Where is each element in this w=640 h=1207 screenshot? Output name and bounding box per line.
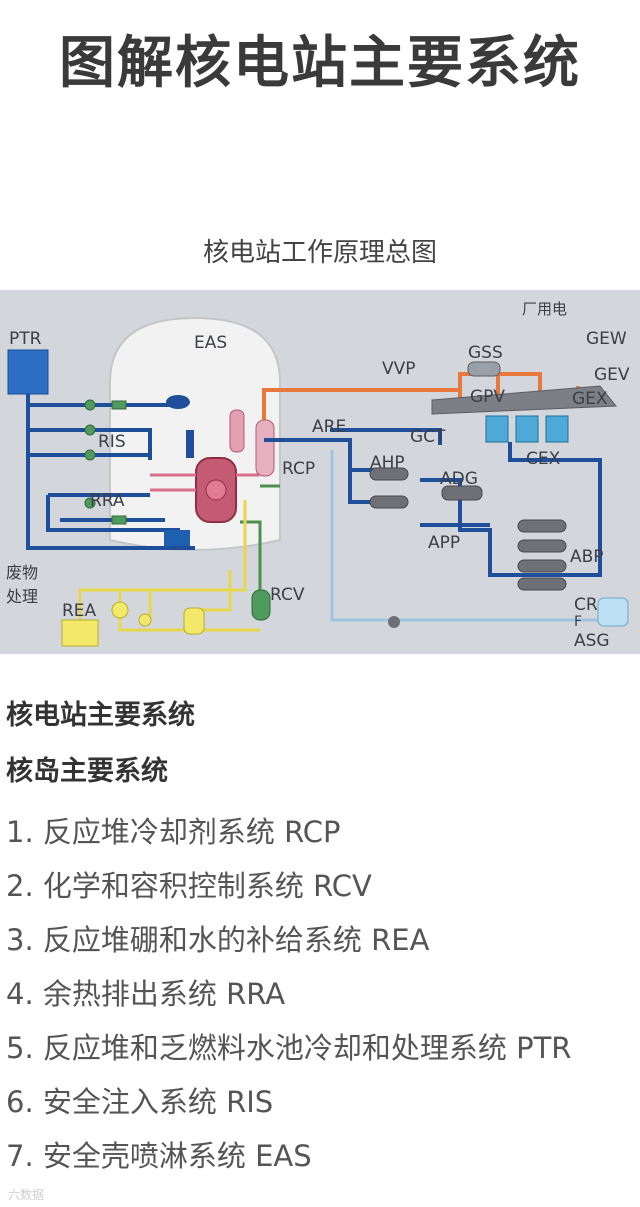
- gss-reheater: [467, 361, 501, 377]
- eas-tank: [166, 395, 190, 409]
- label-cex: CEX: [526, 449, 561, 469]
- nuclear-plant-diagram: PTR EAS RIS RRA RCP RCV REA 废物 处理 ARE AH…: [0, 290, 640, 654]
- label-ahp: AHP: [370, 453, 405, 473]
- label-vvp: VVP: [382, 359, 416, 379]
- rcv-tank: [251, 589, 271, 621]
- label-ptr: PTR: [9, 329, 42, 349]
- label-crf-2: F: [574, 614, 582, 630]
- label-adg: ADG: [440, 469, 478, 489]
- subsection-title: 核岛主要系统: [6, 756, 168, 787]
- list-item: 2. 化学和容积控制系统 RCV: [6, 869, 372, 903]
- label-abp: ABP: [570, 547, 604, 567]
- label-gpv: GPV: [470, 387, 505, 407]
- label-crf-1: CR: [574, 595, 598, 615]
- label-eas: EAS: [194, 333, 227, 353]
- steam-generator: [255, 419, 275, 477]
- label-gct: GCT: [410, 427, 446, 447]
- pressurizer: [229, 409, 245, 453]
- list-item: 5. 反应堆和乏燃料水池冷却和处理系统 PTR: [6, 1031, 572, 1065]
- label-rea: REA: [62, 601, 97, 621]
- label-rcv: RCV: [270, 585, 305, 605]
- label-gev: GEV: [594, 365, 630, 385]
- label-waste-1: 废物: [6, 563, 38, 582]
- list-item: 7. 安全壳喷淋系统 EAS: [6, 1139, 312, 1173]
- section-title: 核电站主要系统: [6, 700, 195, 731]
- watermark: 六数据: [8, 1188, 45, 1202]
- turbine: [431, 385, 618, 415]
- label-plant-power: 厂用电: [522, 300, 567, 318]
- rra-exchanger: [164, 530, 190, 546]
- label-asg: ASG: [574, 631, 610, 651]
- list-item: 4. 余热排出系统 RRA: [6, 977, 286, 1011]
- label-gew: GEW: [586, 329, 627, 349]
- label-waste-2: 处理: [6, 587, 38, 606]
- label-rcp: RCP: [282, 459, 315, 479]
- label-rra: RRA: [90, 491, 125, 511]
- list-item: 6. 安全注入系统 RIS: [6, 1085, 274, 1119]
- system-list-section: 核电站主要系统 核岛主要系统 1. 反应堆冷却剂系统 RCP 2. 化学和容积控…: [6, 694, 636, 1184]
- page-title: 图解核电站主要系统: [59, 31, 581, 96]
- diagram-svg: PTR EAS RIS RRA RCP RCV REA 废物 处理 ARE AH…: [6, 300, 630, 651]
- list-item: 1. 反应堆冷却剂系统 RCP: [6, 815, 341, 849]
- rea-tank: [61, 619, 99, 647]
- ptr-tank: [7, 349, 49, 395]
- label-gss: GSS: [468, 343, 503, 363]
- diagram-subtitle: 核电站工作原理总图: [202, 238, 437, 268]
- label-ris: RIS: [98, 432, 126, 452]
- label-are: ARE: [312, 417, 346, 437]
- label-app: APP: [428, 533, 460, 553]
- list-item: 3. 反应堆硼和水的补给系统 REA: [6, 923, 430, 957]
- label-gex: GEX: [572, 389, 608, 409]
- asg-tank: [597, 597, 629, 627]
